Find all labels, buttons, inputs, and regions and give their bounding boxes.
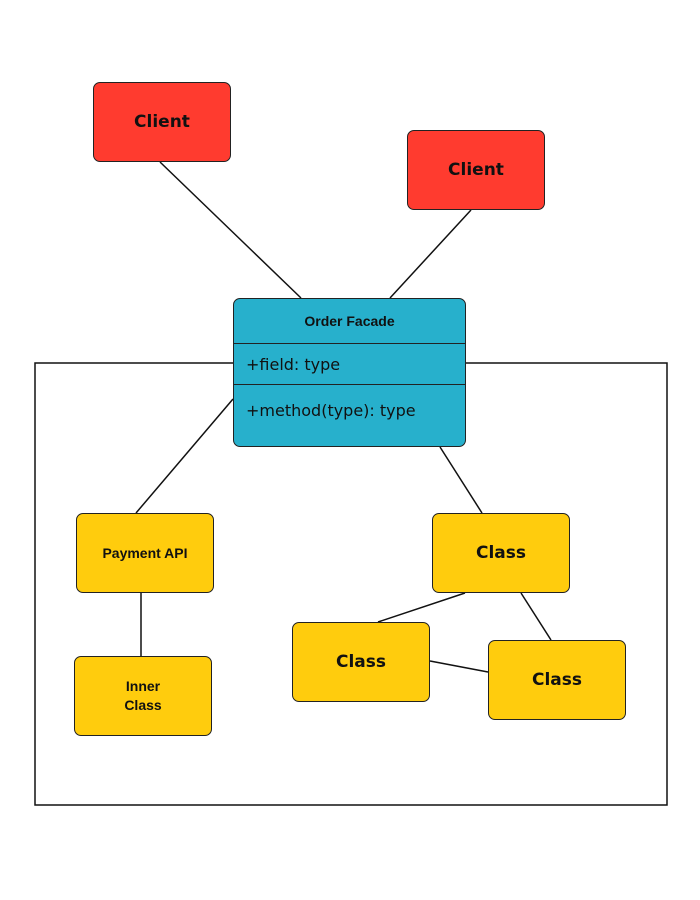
link-class-class-left <box>377 592 466 623</box>
inner-class-node[interactable]: Inner Class <box>74 656 212 736</box>
class-label: Class <box>335 652 386 672</box>
facade-field: +field: type <box>234 344 465 385</box>
class-label: Class <box>531 670 582 690</box>
link-facade-payment <box>135 398 234 514</box>
payment-api-label: Payment API <box>102 544 188 561</box>
inner-class-label-line1: Inner <box>125 678 161 694</box>
link-client2-facade <box>389 209 472 299</box>
client-label: Client <box>448 160 504 180</box>
inner-class-label-line2: Class <box>124 697 162 713</box>
facade-method: +method(type): type <box>246 400 416 420</box>
link-class-left-right <box>429 660 489 673</box>
link-facade-class <box>439 446 483 514</box>
link-client1-facade <box>159 161 302 299</box>
client-label: Client <box>134 112 190 132</box>
order-facade-class[interactable]: Order Facade +field: type +method(type):… <box>233 298 466 447</box>
client-node-1[interactable]: Client <box>93 82 231 162</box>
class-node-top[interactable]: Class <box>432 513 570 593</box>
class-node-left[interactable]: Class <box>292 622 430 702</box>
facade-title: Order Facade <box>234 299 465 344</box>
payment-api-node[interactable]: Payment API <box>76 513 214 593</box>
class-label: Class <box>475 543 526 563</box>
class-node-right[interactable]: Class <box>488 640 626 720</box>
client-node-2[interactable]: Client <box>407 130 545 210</box>
link-class-class-right <box>520 592 552 641</box>
